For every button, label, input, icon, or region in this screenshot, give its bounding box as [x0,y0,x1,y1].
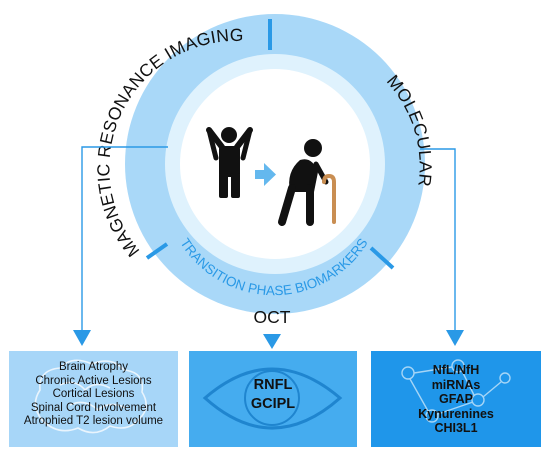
core-circle [180,69,370,259]
arrow-right-icon [255,163,276,186]
connector-molecular-arrowhead [446,330,464,346]
list-item: Kynurenines [418,406,494,421]
list-item: Atrophied T2 lesion volume [23,415,164,428]
ring-diagram [125,14,425,314]
connector-oct-arrowhead [263,334,281,349]
oct-box-bg [189,351,357,447]
person-arms-raised-icon [206,127,253,198]
oct-ring-label: OCT [254,307,291,327]
list-item: GCIPL [250,396,296,412]
oct-biomarker-list: RNFL GCIPL [189,376,357,414]
molecule-icon [401,359,511,423]
list-item: NfL/NfH [432,363,480,377]
list-item: Cortical Lesions [52,388,135,401]
connector-mri-arrowhead [73,330,91,346]
mri-biomarker-box: Brain Atrophy Chronic Active Lesions Cor… [9,351,178,447]
molecular-biomarker-list: NfL/NfH miRNAs GFAP Kynurenines CHI3L1 [371,363,541,436]
list-item: CHI3L1 [434,421,478,436]
list-item: miRNAs [431,377,481,392]
molecular-box-bg [371,351,541,447]
list-item: GFAP [438,392,474,407]
molecular-biomarker-box: NfL/NfH miRNAs GFAP Kynurenines CHI3L1 [371,351,541,447]
mri-biomarker-list: Brain Atrophy Chronic Active Lesions Cor… [9,361,178,429]
list-item: Chronic Active Lesions [35,374,152,387]
list-item: RNFL [253,377,293,393]
connector-molecular [420,148,456,331]
oct-biomarker-box: RNFL GCIPL [189,351,357,447]
list-item: Spinal Cord Involvement [30,401,157,414]
list-item: Brain Atrophy [58,361,129,373]
brain-icon [34,359,147,434]
mri-box-bg [9,351,178,447]
ring-divider-right [369,246,395,270]
elderly-person-with-cane-icon [278,139,336,226]
connector-mri [81,146,168,331]
ring-divider-left [145,242,169,260]
eye-icon [202,367,343,430]
